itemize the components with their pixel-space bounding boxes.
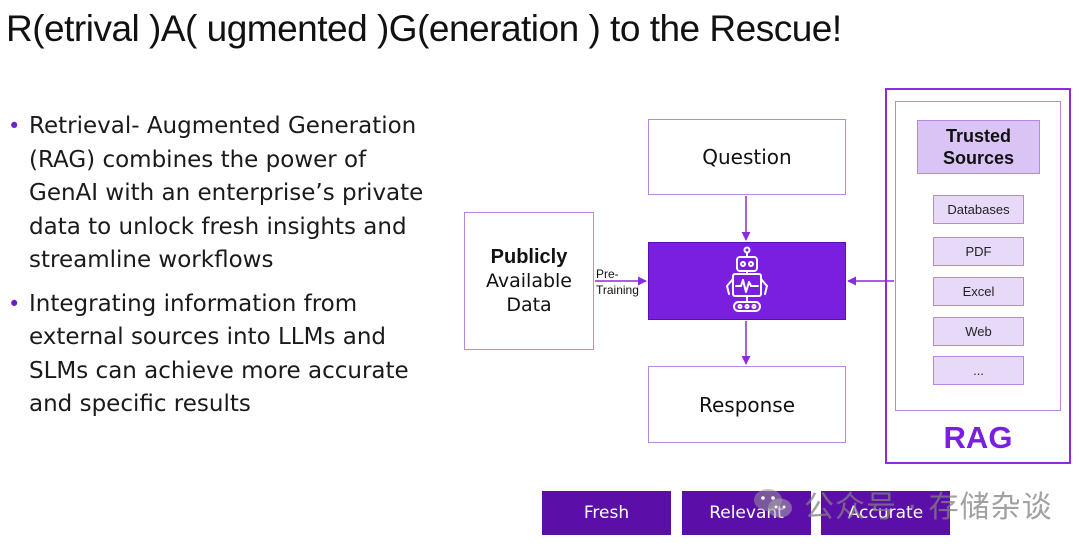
- public-data-line3: Data: [506, 294, 552, 316]
- source-more: ...: [933, 356, 1024, 385]
- trusted-sources-header: Trusted Sources: [917, 120, 1040, 174]
- model-box: [648, 242, 846, 320]
- bullet-text: Integrating information from external so…: [29, 290, 409, 418]
- bullet-marker: •: [8, 114, 21, 138]
- outcome-fresh: Fresh: [542, 491, 671, 535]
- source-web: Web: [933, 317, 1024, 346]
- wechat-icon: [754, 489, 792, 518]
- public-data-line1: Publicly: [490, 246, 568, 268]
- trusted-line2: Sources: [942, 148, 1015, 168]
- response-box: Response: [648, 366, 846, 443]
- question-box: Question: [648, 119, 846, 195]
- public-data-box: Publicly Available Data: [464, 212, 594, 350]
- pretraining-line2: Training: [596, 283, 639, 297]
- rag-label: RAG: [943, 420, 1013, 455]
- bullet-marker: •: [8, 291, 21, 316]
- question-label: Question: [702, 145, 792, 169]
- pretraining-label: Pre- Training: [596, 266, 639, 298]
- bullet-item: • Integrating information from external …: [8, 288, 428, 422]
- bullet-item: • Retrieval- Augmented Generation (RAG) …: [8, 110, 428, 278]
- rag-panel: [885, 88, 1071, 464]
- bullet-text: Retrieval- Augmented Generation (RAG) co…: [29, 113, 424, 273]
- response-label: Response: [698, 392, 796, 417]
- outcome-accurate: Accurate: [821, 491, 950, 535]
- source-pdf: PDF: [933, 237, 1024, 266]
- robot-icon: [726, 246, 768, 312]
- public-data-line2: Available: [485, 270, 572, 292]
- bullet-list: • Retrieval- Augmented Generation (RAG) …: [8, 110, 428, 432]
- trusted-line1: Trusted: [945, 126, 1011, 146]
- slide-title: R(etrival )A( ugmented )G(eneration ) to…: [6, 8, 842, 49]
- sources-panel: [895, 101, 1061, 411]
- pretraining-line1: Pre-: [596, 267, 619, 281]
- source-databases: Databases: [933, 195, 1024, 224]
- source-excel: Excel: [933, 277, 1024, 306]
- watermark-text: 公众号 · 存储杂谈: [804, 490, 1053, 525]
